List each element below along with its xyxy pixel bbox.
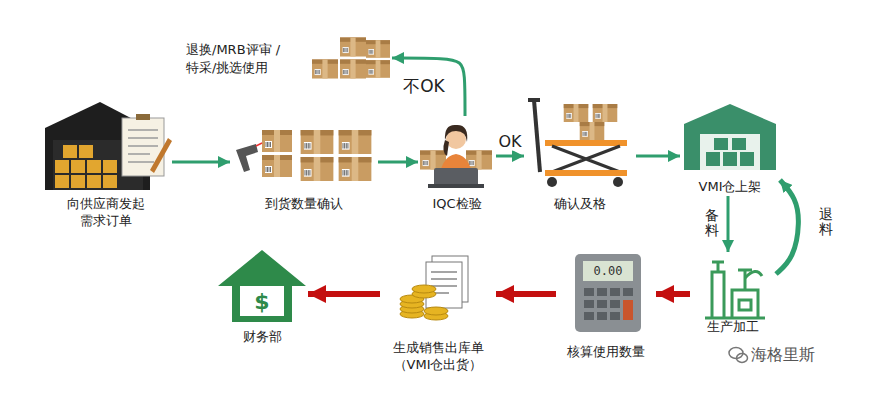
rejected-boxes <box>312 37 390 78</box>
calculator <box>575 254 641 332</box>
edge-label: 备料 <box>705 207 719 240</box>
node-caption: 生产加工 <box>707 318 759 336</box>
finance-house <box>218 250 306 322</box>
green-flow-arrow <box>636 155 680 158</box>
inspector-icon <box>420 125 492 188</box>
node-caption: 到货数量确认 <box>265 195 343 213</box>
calculator-display: 0.00 <box>594 264 623 278</box>
process-node: 确认及格 <box>524 96 636 213</box>
process-node: 向供应商发起 需求订单 <box>40 98 172 230</box>
red-flow-arrow <box>308 291 380 297</box>
green-flow-arrow <box>727 196 730 252</box>
red-flow-arrow <box>656 291 690 297</box>
process-node: VMI仓上架 <box>680 100 780 196</box>
node-caption: 财务部 <box>243 328 282 346</box>
red-flow-arrow <box>496 291 556 297</box>
vmi-warehouse <box>684 104 776 170</box>
process-node: 到货数量确认 <box>230 125 378 213</box>
node-caption: 核算使用数量 <box>567 343 645 361</box>
process-node: 退换/MRB评审 /特采/挑选使用 <box>186 34 392 84</box>
node-caption: 退换/MRB评审 /特采/挑选使用 <box>186 41 306 76</box>
edge-label: 退料 <box>819 206 833 239</box>
edge-label: OK <box>496 132 523 151</box>
green-flow-arrow <box>172 161 230 164</box>
process-node: 生产加工 <box>690 252 776 336</box>
warehouse-icon <box>45 102 172 190</box>
green-flow-arrow <box>496 155 524 158</box>
watermark: 海格里斯 <box>751 345 815 366</box>
production-machine <box>705 262 765 318</box>
node-caption: VMI仓上架 <box>699 178 762 196</box>
edge-label: 不OK <box>401 75 447 98</box>
watermark-icon <box>729 348 748 363</box>
arrival-boxes <box>236 130 371 181</box>
node-caption: 确认及格 <box>554 195 606 213</box>
green-flow-arrow <box>378 161 418 164</box>
node-caption: 生成销售出库单 （VMI仓出货） <box>382 339 494 374</box>
green-flow-arrow <box>776 180 798 274</box>
node-caption: 向供应商发起 需求订单 <box>56 195 156 230</box>
dollar-sign: $ <box>254 289 269 314</box>
process-node: IQC检验 <box>418 116 496 213</box>
lift-cart <box>528 100 627 187</box>
green-flow-arrow <box>392 58 465 116</box>
node-caption: IQC检验 <box>432 195 481 213</box>
process-node: 生成销售出库单 （VMI仓出货） <box>380 250 496 374</box>
coins-and-slip <box>400 256 468 320</box>
